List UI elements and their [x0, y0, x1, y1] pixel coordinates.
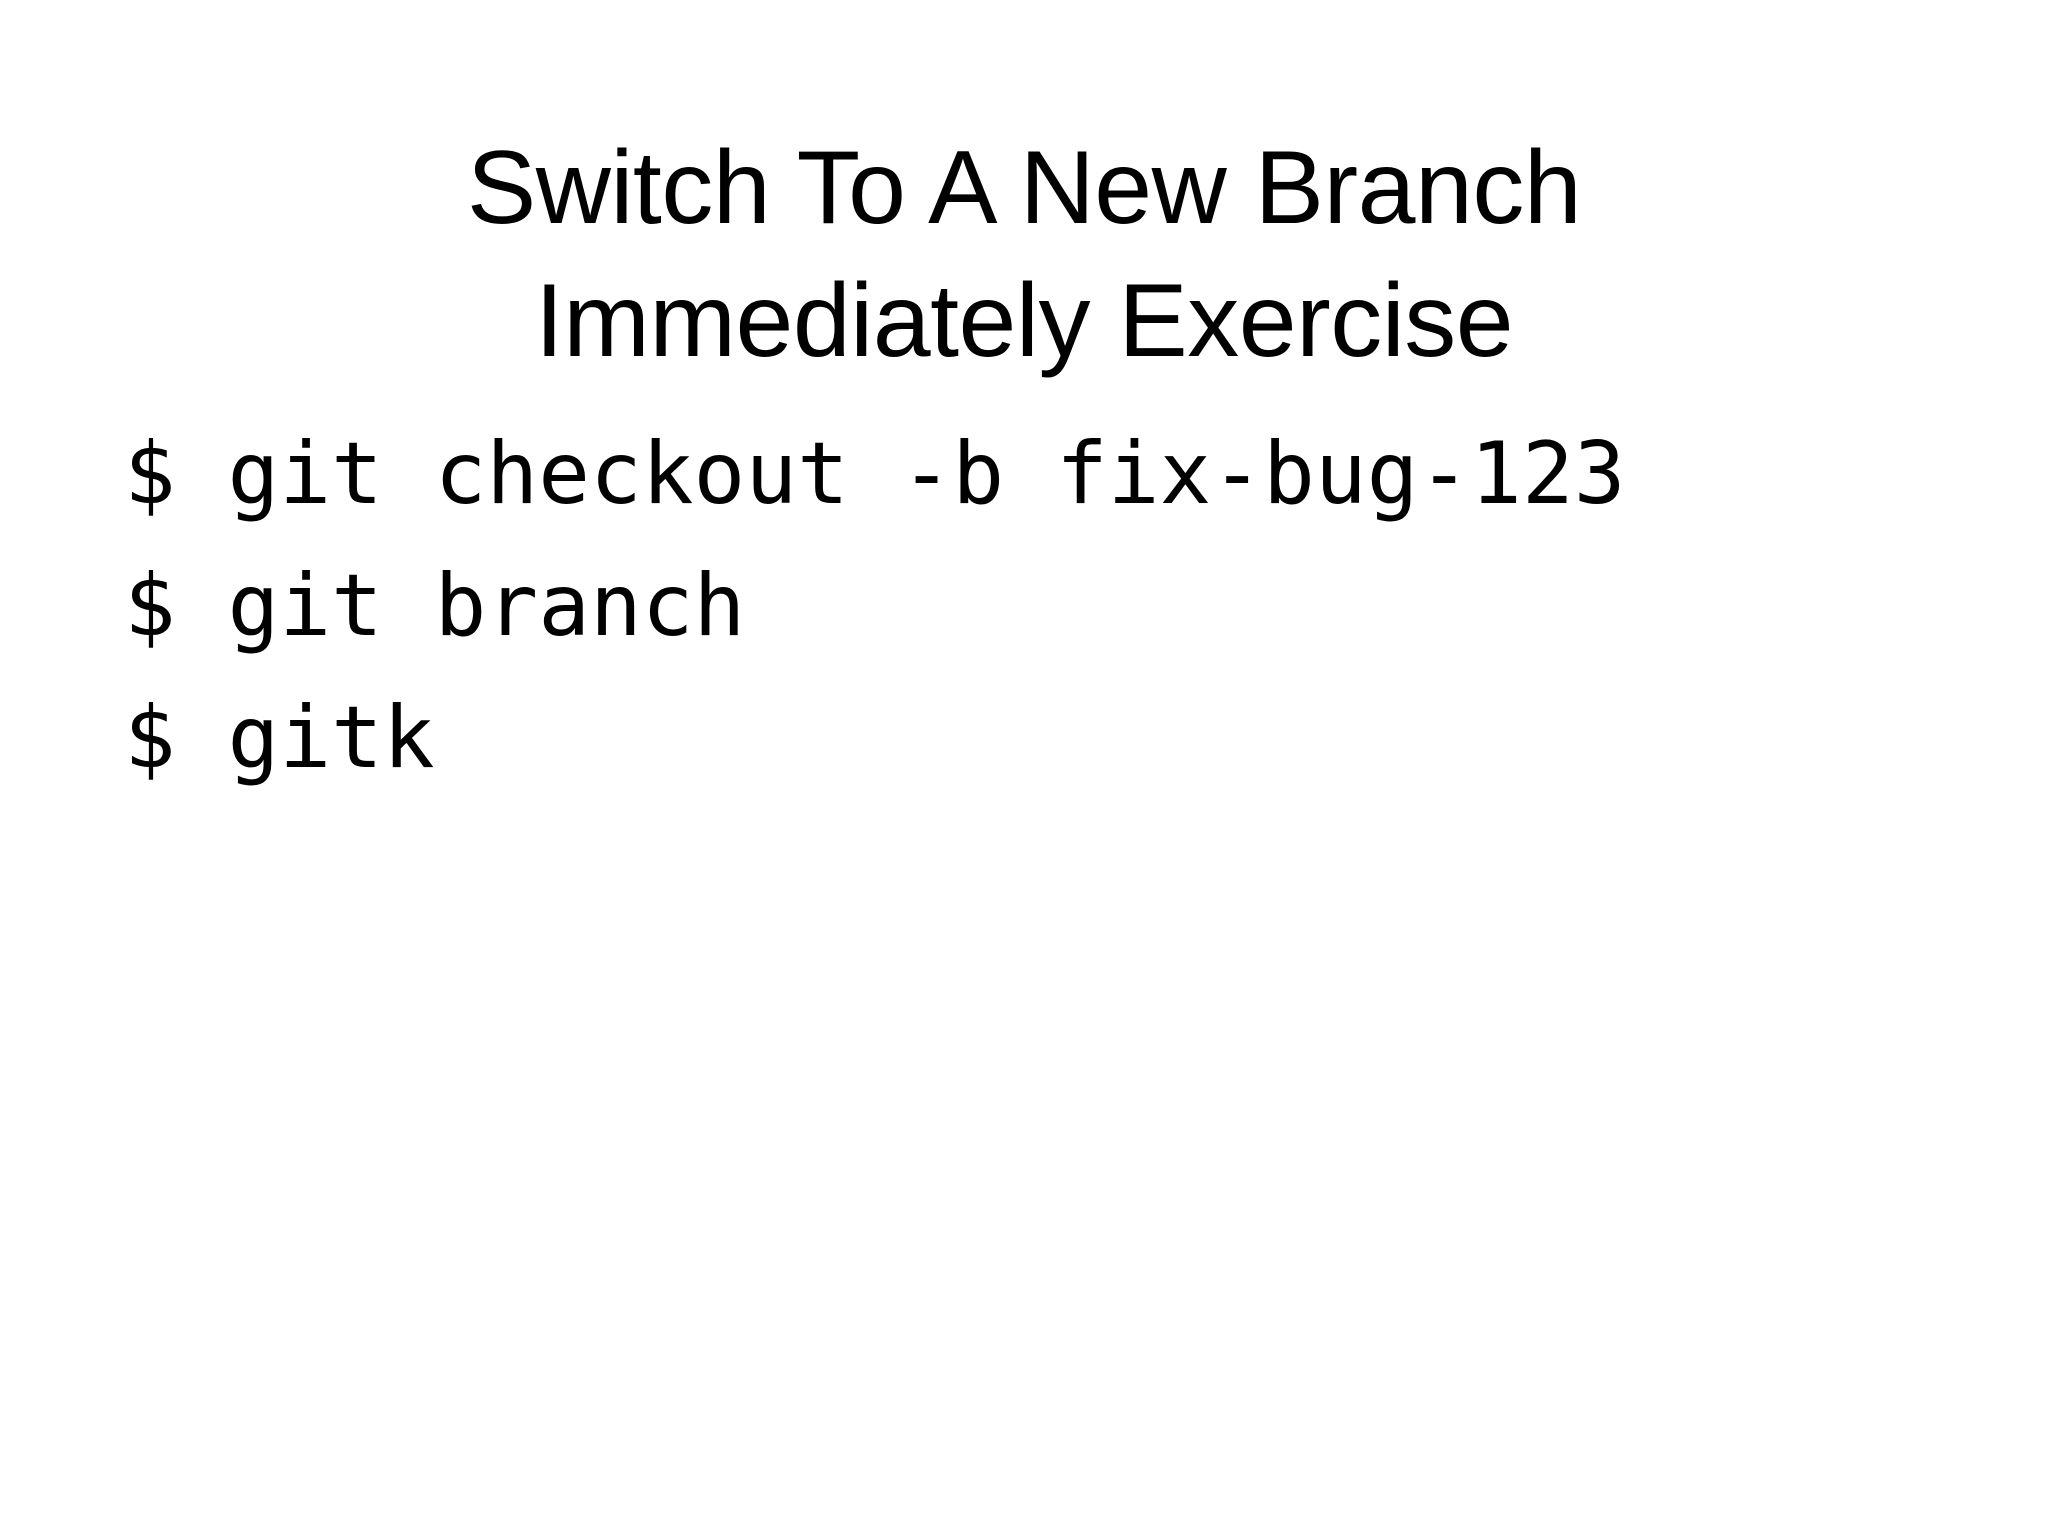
command-list: $ git checkout -b fix-bug-123 $ git branc… — [124, 408, 1626, 804]
slide-title-line-1: Switch To A New Branch — [466, 129, 1582, 246]
command-line-1: $ git checkout -b fix-bug-123 — [124, 424, 1626, 524]
command-line-2: $ git branch — [124, 556, 746, 656]
command-line-3: $ gitk — [124, 688, 435, 788]
slide-title: Switch To A New Branch Immediately Exerc… — [0, 122, 2048, 388]
slide-title-line-2: Immediately Exercise — [534, 262, 1514, 379]
